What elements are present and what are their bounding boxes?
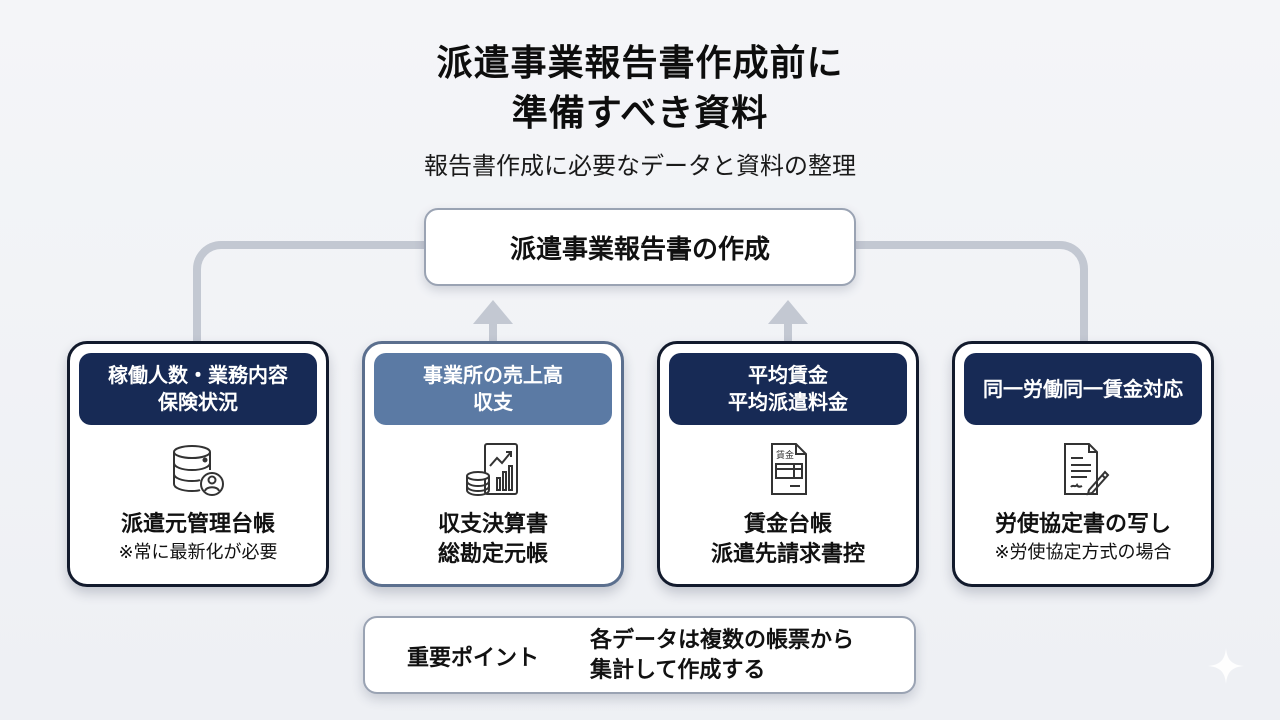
connector-left [193,241,433,346]
card-wages: 平均賃金 平均派遣料金 賃金 賃金台帳 派遣先請求書控 [657,341,919,587]
subtitle: 報告書作成に必要なデータと資料の整理 [424,152,856,180]
arrow-up-icon [768,300,808,346]
card-main-doc: 派遣先請求書控 [710,542,865,567]
card-header-line: 保険状況 [158,390,238,414]
card-header-line: 収支 [473,390,513,414]
card-body: 賃金台帳 派遣先請求書控 [660,510,916,570]
top-box: 派遣事業報告書の作成 [424,208,856,286]
card-note: ※常に最新化が必要 [118,542,278,563]
wage-ledger-icon: 賃金 [758,440,818,500]
card-equal-pay: 同一労働同一賃金対応 労使協定書の写し ※労使協定方式の場合 [952,341,1214,587]
card-header-line: 事業所の売上高 [423,363,563,387]
card-header-line: 同一労働同一賃金対応 [983,376,1183,401]
financial-report-icon [463,440,523,500]
card-body: 派遣元管理台帳 ※常に最新化が必要 [70,510,326,566]
arrow-up-icon [473,300,513,346]
connector-right [848,241,1088,346]
card-header: 同一労働同一賃金対応 [964,353,1202,425]
key-point-label: 重要ポイント [407,646,540,671]
card-main-doc: 収支決算書 [437,512,548,537]
card-header-line: 平均派遣料金 [728,390,848,414]
card-main-doc: 派遣元管理台帳 [120,512,275,537]
card-body: 労使協定書の写し ※労使協定方式の場合 [955,510,1211,566]
signed-document-icon [1053,440,1113,500]
card-header-line: 稼働人数・業務内容 [108,363,288,387]
sparkle-icon [1206,646,1246,686]
card-main-doc: 総勘定元帳 [437,542,548,567]
card-header: 稼働人数・業務内容 保険状況 [79,353,317,425]
card-staffing: 稼働人数・業務内容 保険状況 派遣元管理台帳 ※常に最新化が必要 [67,341,329,587]
card-header-line: 平均賃金 [748,363,828,387]
key-point-text: 各データは複数の帳票から 集計して作成する [590,626,854,686]
top-box-label: 派遣事業報告書の作成 [509,234,770,265]
title-line-1: 派遣事業報告書作成前に [436,43,844,84]
card-header: 平均賃金 平均派遣料金 [669,353,907,425]
key-point-box: 重要ポイント 各データは複数の帳票から 集計して作成する [363,616,916,694]
title-line-2: 準備すべき資料 [511,93,769,134]
card-main-doc: 労使協定書の写し [994,512,1171,537]
card-header: 事業所の売上高 収支 [374,353,612,425]
key-point-line: 各データは複数の帳票から [590,628,855,653]
key-point-line: 集計して作成する [590,658,766,683]
svg-text:賃金: 賃金 [776,449,794,461]
card-body: 収支決算書 総勘定元帳 [365,510,621,570]
card-sales: 事業所の売上高 収支 収支決算書 総勘定元帳 [362,341,624,587]
card-main-doc: 賃金台帳 [743,512,832,537]
database-user-icon [168,440,228,500]
card-note: ※労使協定方式の場合 [994,542,1172,563]
